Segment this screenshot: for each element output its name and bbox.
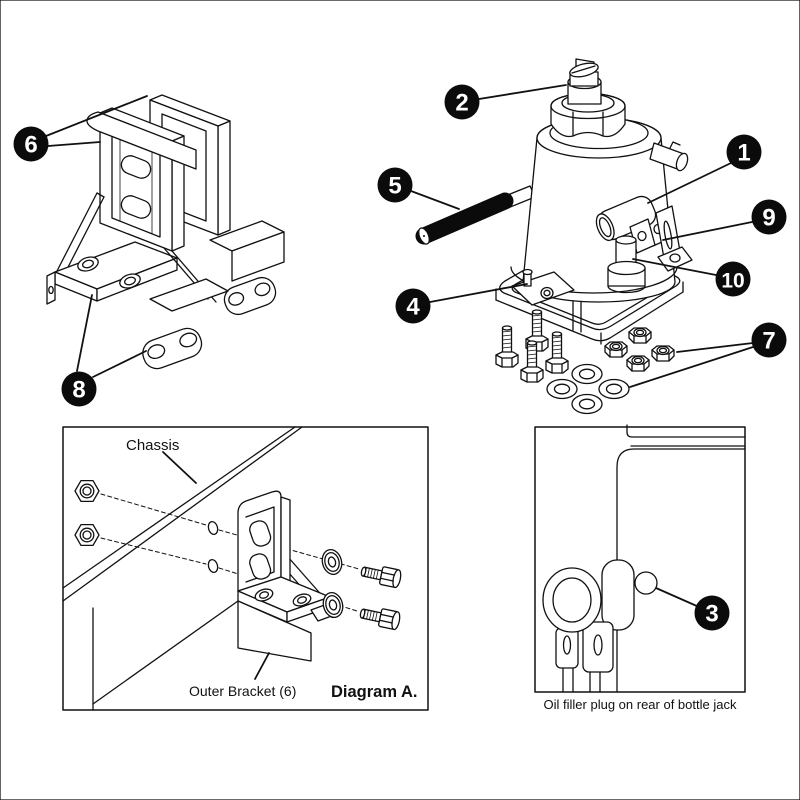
callout-8: 8 — [61, 371, 97, 407]
callout-2-number: 2 — [455, 90, 468, 117]
callout-5: 5 — [377, 167, 413, 203]
callout-6-number: 6 — [24, 132, 37, 159]
callout-9: 9 — [751, 199, 787, 235]
callout-9-number: 9 — [762, 205, 775, 232]
callout-4: 4 — [395, 288, 431, 324]
chassis-label: Chassis — [126, 437, 179, 454]
bracket-bolt — [359, 561, 403, 589]
callout-2: 2 — [444, 84, 480, 120]
diagram-a-panel: Chassis Outer Bracket (6) Diagram A. — [62, 426, 429, 711]
rear-spacer-block — [223, 276, 277, 316]
jack-handle — [415, 185, 536, 245]
pump-piston — [607, 235, 646, 294]
chassis-leader-line — [162, 451, 197, 484]
callout-8-number: 8 — [72, 377, 85, 404]
chassis-nut — [74, 523, 100, 547]
release-valve — [511, 268, 575, 306]
callout-4-number: 4 — [406, 294, 420, 321]
oil-filler-panel: Oil filler plug on rear of bottle jack — [534, 424, 746, 712]
diagram-a-title: Diagram A. — [331, 683, 418, 701]
outer-bracket-label: Outer Bracket (6) — [189, 683, 296, 699]
pump-ring — [542, 567, 602, 633]
pump-assembly — [595, 195, 693, 294]
handle-socket-tube — [649, 141, 689, 172]
oil-filler-plug — [634, 571, 658, 595]
bracket-slot — [120, 195, 152, 219]
jack-rear-illustration — [542, 424, 746, 693]
callout-3-number: 3 — [705, 601, 718, 628]
bracket-washer — [321, 549, 343, 575]
bracket-bolt — [358, 603, 402, 631]
outer-bracket-leader-line — [254, 652, 270, 680]
front-spacer-block — [142, 327, 203, 370]
callout-6: 6 — [13, 126, 49, 162]
diagram-a-border — [62, 426, 429, 711]
oil-panel-caption: Oil filler plug on rear of bottle jack — [544, 697, 737, 712]
outer-bracket-illustration — [237, 490, 338, 662]
handle-grip — [415, 192, 514, 245]
chassis-illustration — [62, 426, 303, 711]
callout-5-number: 5 — [388, 173, 401, 200]
bracket-slot — [120, 155, 152, 179]
chassis-nut — [74, 479, 100, 503]
callout-7-number: 7 — [762, 328, 775, 355]
callout-3: 3 — [694, 595, 730, 631]
oil-panel-border — [534, 426, 746, 693]
callout-7: 7 — [751, 322, 787, 358]
callout-10: 10 — [715, 261, 751, 297]
bracket-assembly-illustration — [46, 94, 285, 370]
pump-socket — [595, 195, 657, 242]
callout-1: 1 — [726, 134, 762, 170]
callouts: 6 8 2 5 1 9 10 4 — [13, 84, 787, 631]
callout-10-number: 10 — [721, 270, 744, 293]
mounting-bolts — [495, 309, 569, 383]
callout-1-number: 1 — [737, 140, 750, 167]
pump-clevis — [555, 621, 614, 693]
bracket-washer — [322, 592, 344, 618]
bottle-jack-illustration — [415, 58, 693, 415]
callout-leaders — [45, 84, 754, 608]
jack-saddle — [569, 58, 599, 87]
